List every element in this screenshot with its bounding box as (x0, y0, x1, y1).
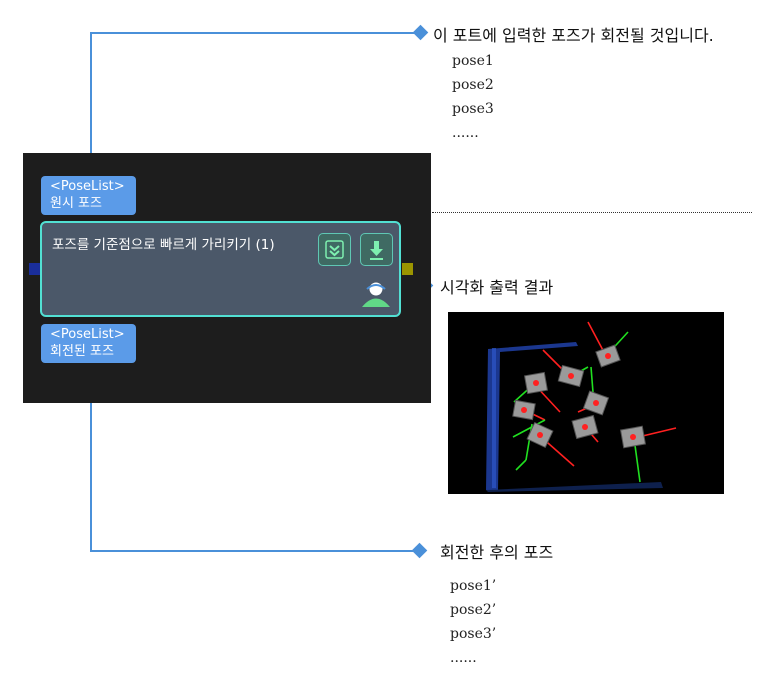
left-port-square[interactable] (29, 263, 40, 275)
input-connector-line (90, 32, 420, 172)
list-item: pose2’ (450, 602, 497, 618)
list-item: pose3’ (450, 626, 497, 642)
input-port[interactable]: <PoseList> 원시 포즈 (41, 176, 136, 215)
output-port[interactable]: <PoseList> 회전된 포즈 (41, 324, 136, 363)
input-port-description: 이 포트에 입력한 포즈가 회전될 것입니다. (433, 26, 714, 45)
output-connector-end (411, 542, 428, 559)
person-view-icon[interactable] (360, 278, 392, 308)
input-port-name: 원시 포즈 (50, 196, 102, 211)
download-button[interactable] (360, 233, 393, 266)
node-title: 포즈를 기준점으로 빠르게 가리키기 (1) (52, 237, 275, 253)
pose-visualization (486, 321, 677, 492)
collapse-button[interactable] (318, 233, 351, 266)
input-pose-list: pose1 pose2 pose3 ...... (452, 49, 494, 145)
output-port-name: 회전된 포즈 (50, 344, 114, 359)
step-node[interactable]: 포즈를 기준점으로 빠르게 가리키기 (1) (40, 221, 401, 317)
input-port-type: <PoseList> (50, 179, 125, 194)
output-pose-list: pose1’ pose2’ pose3’ ...... (450, 574, 496, 670)
list-item: pose1’ (450, 578, 497, 594)
right-port-square[interactable] (402, 263, 413, 275)
divider (432, 212, 752, 213)
list-item: ...... (452, 125, 479, 141)
list-item: pose1 (452, 53, 494, 69)
visualization-image (448, 312, 724, 494)
list-item: ...... (450, 650, 477, 666)
output-connector-line (90, 362, 418, 552)
list-item: pose3 (452, 101, 494, 117)
collapse-icon (325, 240, 344, 259)
output-port-description: 회전한 후의 포즈 (440, 543, 554, 562)
list-item: pose2 (452, 77, 494, 93)
input-connector-end (412, 24, 429, 41)
output-port-type: <PoseList> (50, 327, 125, 342)
download-icon (370, 241, 383, 260)
visualization-label: 시각화 출력 결과 (440, 278, 554, 297)
